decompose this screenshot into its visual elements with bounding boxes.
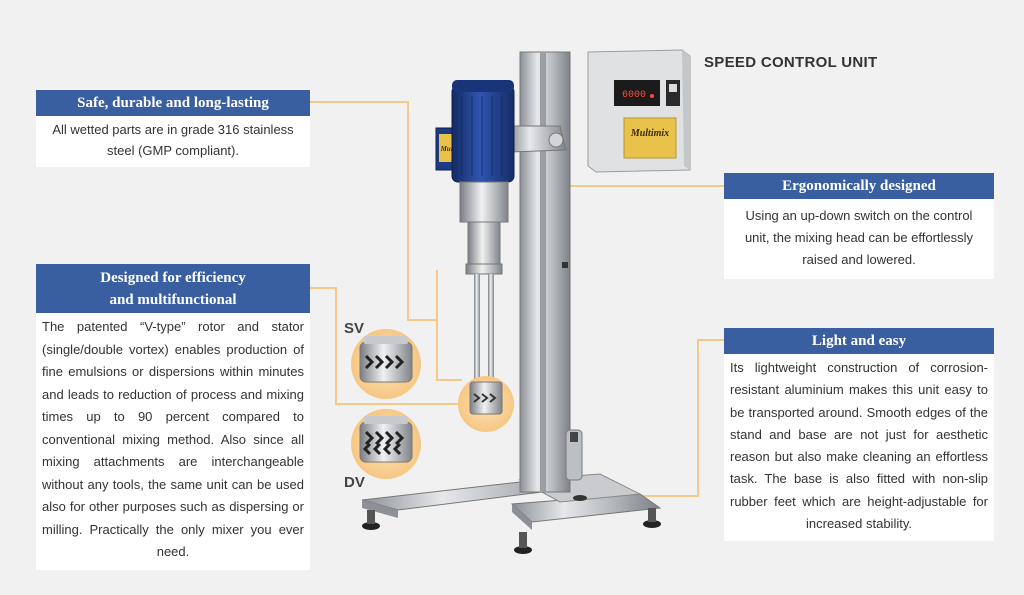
motor: Multimix — [435, 80, 515, 183]
card-title: Ergonomically designed — [724, 173, 994, 199]
card-ergonomic: Ergonomically designed Using an up-down … — [724, 173, 994, 279]
callout-line-safe — [310, 101, 437, 321]
speed-display-value: 6000 — [622, 90, 646, 101]
card-title: Safe, durable and long-lasting — [36, 90, 310, 116]
speed-control-unit: 6000 Multimix — [587, 49, 691, 173]
card-efficiency: Designed for efficiency and multifunctio… — [36, 264, 310, 570]
speed-display — [614, 80, 660, 106]
mixing-shaft — [459, 181, 509, 384]
card-title: Designed for efficiency and multifunctio… — [36, 264, 310, 313]
stand-column — [519, 51, 583, 493]
card-safe-durable: Safe, durable and long-lasting All wette… — [36, 90, 310, 167]
dv-label: DV — [344, 474, 365, 491]
card-body: The patented “V-type” rotor and stator (… — [42, 319, 304, 559]
rotor-head — [458, 376, 514, 432]
sv-label: SV — [344, 320, 365, 337]
control-brand-label: Multimix — [630, 128, 669, 139]
speed-control-title: SPEED CONTROL UNIT — [704, 54, 878, 71]
sv-detail — [351, 329, 421, 399]
card-body: Using an up-down switch on the control u… — [744, 208, 974, 267]
callout-line-head — [436, 270, 462, 381]
card-body: Its lightweight construction of corrosio… — [730, 360, 988, 532]
head-clamp — [509, 125, 567, 153]
card-title-line-2: and multifunctional — [109, 292, 237, 308]
card-body: All wetted parts are in grade 316 stainl… — [52, 122, 294, 158]
stand-base — [361, 473, 662, 554]
callout-line-efficiency — [310, 287, 460, 405]
dv-detail — [351, 409, 421, 479]
card-title: Light and easy — [724, 328, 994, 354]
card-title-line-1: Designed for efficiency — [100, 270, 246, 286]
card-light-easy: Light and easy Its lightweight construct… — [724, 328, 994, 542]
